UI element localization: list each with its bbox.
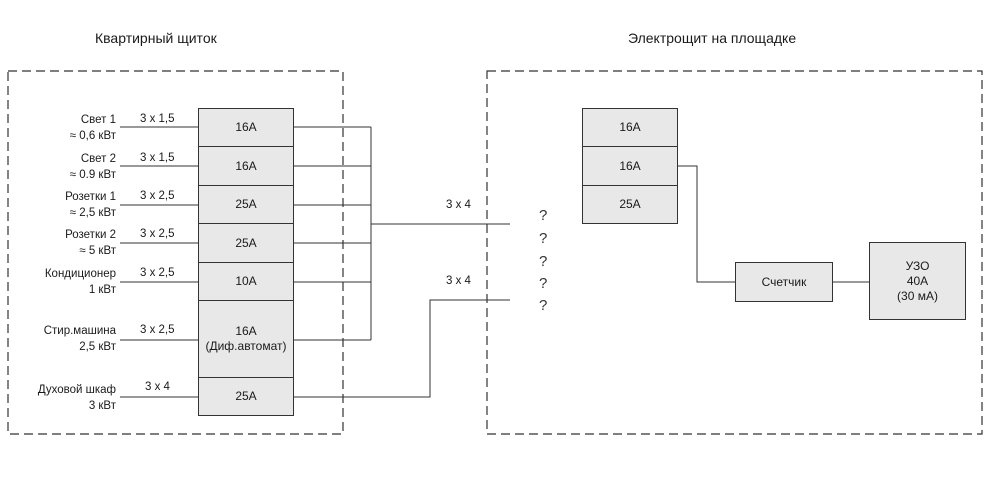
- breaker-sockets-1: 25А: [198, 185, 294, 224]
- circuit-name: Розетки 1: [65, 191, 116, 203]
- breaker-sockets-2: 25А: [198, 223, 294, 263]
- unknown-mark-1: ?: [539, 207, 548, 224]
- circuit-label-oven: Духовой шкаф 3 кВт: [20, 382, 116, 414]
- circuit-label-conditioner: Кондиционер 1 кВт: [20, 266, 116, 298]
- circuit-name: Духовой шкаф: [37, 384, 116, 396]
- cable-size-washer: 3 x 2,5: [140, 324, 175, 336]
- electricity-meter: Счетчик: [735, 262, 833, 302]
- cable-size-conditioner: 3 x 2,5: [140, 267, 175, 279]
- circuit-label-sockets-1: Розетки 1 ≈ 2,5 кВт: [20, 189, 116, 221]
- breaker-rating: 16А: [235, 158, 257, 173]
- meter-label: Счетчик: [761, 274, 807, 289]
- landing-breaker-1: 16А: [582, 108, 678, 147]
- unknown-mark-4: ?: [539, 275, 548, 292]
- landing-panel-title: Электрощит на площадке: [628, 30, 797, 46]
- breaker-rating: 25А: [235, 389, 257, 403]
- breaker-note: (Диф.автомат): [205, 339, 287, 353]
- breaker-rating: 16А: [235, 120, 257, 134]
- breaker-rating: 16А: [235, 324, 257, 338]
- circuit-name: Свет 1: [80, 114, 116, 126]
- cable-size-light-1: 3 x 1,5: [140, 113, 175, 125]
- circuit-power: 2,5 кВт: [79, 341, 116, 353]
- breaker-rating: 25А: [235, 197, 257, 211]
- breaker-rating: 25А: [619, 197, 641, 211]
- circuit-name: Розетки 2: [65, 229, 116, 241]
- rcd-line-3: (30 мА): [897, 288, 938, 303]
- landing-breaker-3: 25А: [582, 185, 678, 224]
- cable-size-sockets-2: 3 x 2,5: [140, 228, 175, 240]
- circuit-label-washer: Стир.машина 2,5 кВт: [20, 323, 116, 355]
- circuit-name: Кондиционер: [44, 268, 116, 280]
- cable-size-light-2: 3 x 1,5: [140, 152, 175, 164]
- unknown-mark-5: ?: [539, 297, 548, 314]
- unknown-mark-2: ?: [539, 230, 548, 247]
- circuit-power: ≈ 2,5 кВт: [69, 207, 116, 219]
- apartment-panel-title: Квартирный щиток: [95, 30, 217, 46]
- feeder-2: [293, 299, 510, 398]
- circuit-label-light-2: Свет 2 ≈ 0.9 кВт: [20, 151, 116, 183]
- breaker-conditioner: 10А: [198, 262, 294, 301]
- circuit-name: Стир.машина: [43, 325, 116, 337]
- cable-size-oven: 3 x 4: [145, 381, 170, 393]
- breaker-light-1: 16А: [198, 108, 294, 147]
- rcd-device: УЗО 40А (30 мА): [869, 242, 966, 320]
- feeder-1-cable: 3 x 4: [446, 199, 471, 211]
- rcd-line-2: 40А: [906, 273, 929, 288]
- circuit-power: 3 кВт: [88, 400, 116, 412]
- breaker-oven: 25А: [198, 377, 294, 416]
- landing-breaker-2: 16А: [582, 146, 678, 186]
- breaker-rating: 25А: [235, 235, 257, 250]
- unknown-mark-3: ?: [539, 253, 548, 270]
- wire-to-meter: [677, 165, 735, 283]
- breaker-rating: 10А: [235, 274, 257, 288]
- landing-panel-frame: [486, 70, 983, 435]
- circuit-name: Свет 2: [80, 153, 116, 165]
- circuit-power: 1 кВт: [88, 284, 116, 296]
- circuit-label-sockets-2: Розетки 2 ≈ 5 кВт: [20, 227, 116, 259]
- breaker-washer-rcbo: 16А (Диф.автомат): [198, 300, 294, 378]
- breaker-light-2: 16А: [198, 146, 294, 186]
- circuit-power: ≈ 5 кВт: [79, 245, 116, 257]
- circuit-power: ≈ 0.9 кВт: [69, 169, 116, 181]
- circuit-label-light-1: Свет 1 ≈ 0,6 кВт: [20, 112, 116, 144]
- feeder-2-cable: 3 x 4: [446, 275, 471, 287]
- breaker-rating: 16А: [619, 120, 641, 134]
- breaker-rating: 16А: [619, 158, 641, 173]
- cable-size-sockets-1: 3 x 2,5: [140, 190, 175, 202]
- rcd-line-1: УЗО: [905, 258, 930, 273]
- circuit-power: ≈ 0,6 кВт: [69, 130, 116, 142]
